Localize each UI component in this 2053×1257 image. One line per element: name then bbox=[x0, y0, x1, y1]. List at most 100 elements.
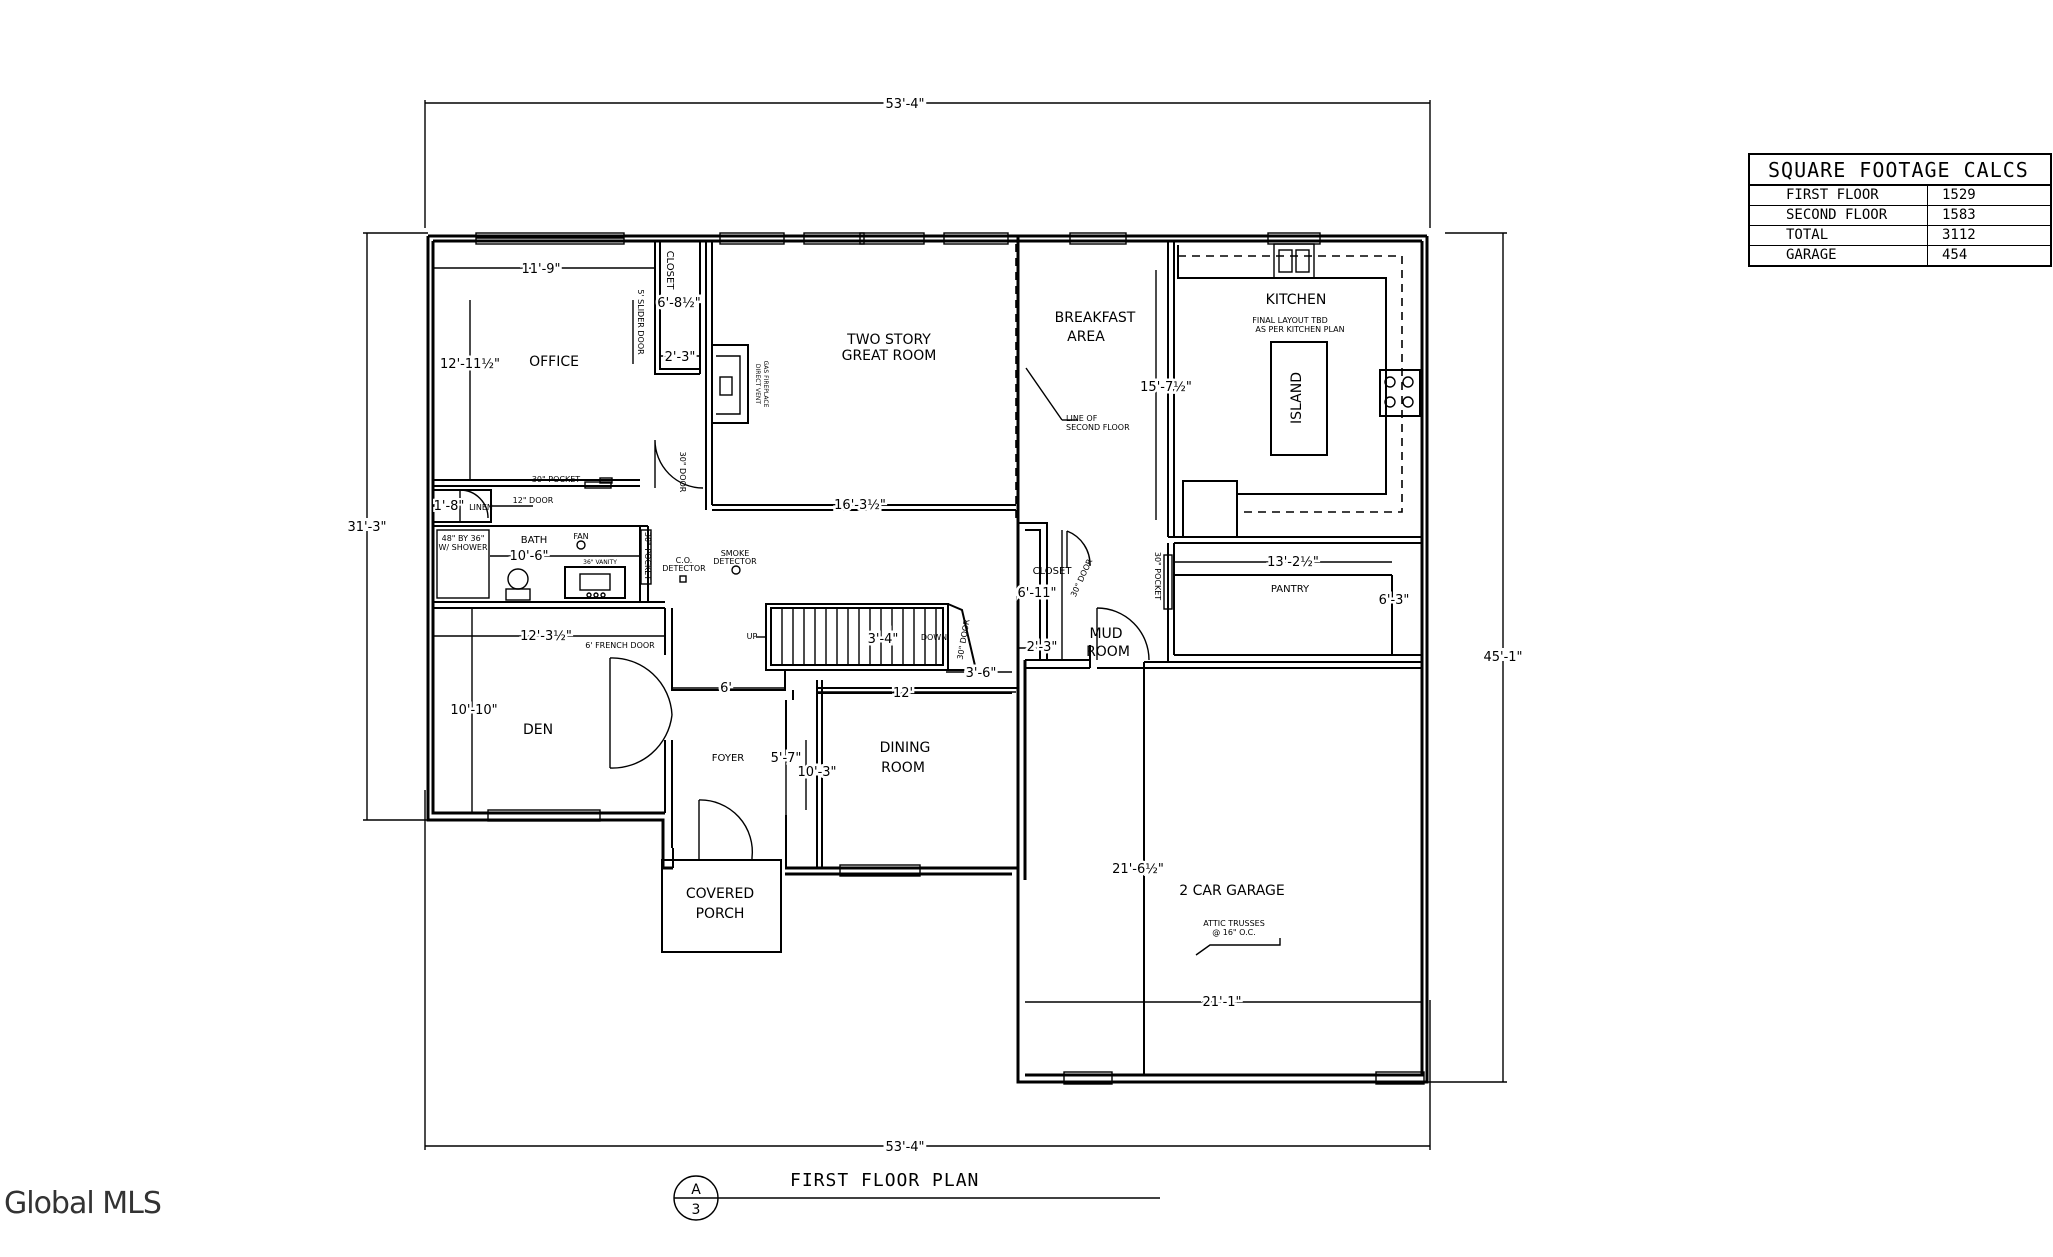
room-dimension-lines bbox=[433, 267, 1422, 1075]
fireplace bbox=[711, 344, 749, 424]
dim-pantry-h: 6'-3" bbox=[1379, 593, 1410, 608]
door-pocket-office-label: 30" POCKET bbox=[532, 475, 580, 484]
smoke-label-line2: DETECTOR bbox=[713, 557, 757, 566]
fan-label: FAN bbox=[573, 532, 588, 541]
dim-stair-w: 3'-4" bbox=[868, 632, 899, 647]
shower-label-line2: W/ SHOWER bbox=[438, 543, 488, 552]
door-30-office-label: 30" DOOR bbox=[678, 452, 687, 493]
dim-stair-landing: 3'-6" bbox=[966, 666, 997, 681]
sheet-letter: A bbox=[691, 1182, 701, 1198]
row-value: 1529 bbox=[1942, 187, 1976, 203]
stair-down-label: DOWN bbox=[921, 633, 947, 642]
room-great-room-line2: GREAT ROOM bbox=[842, 348, 937, 364]
attic-note-line2: @ 16" O.C. bbox=[1212, 928, 1256, 937]
overall-dim-left: 31'-3" bbox=[347, 520, 386, 535]
overall-dimension-lines bbox=[363, 100, 1507, 1150]
line-second-floor-line1: LINE OF bbox=[1066, 414, 1098, 423]
watermark-logo: Global MLS bbox=[4, 1186, 162, 1221]
kitchen-island bbox=[1270, 341, 1328, 456]
room-dimensions: 11'-9" 12'-11½" 6'-8½" 2'-3" 16'-3½" 1'-… bbox=[432, 260, 1412, 1013]
row-label: TOTAL bbox=[1750, 226, 1928, 245]
room-mud-line1: MUD bbox=[1089, 626, 1122, 642]
door-pocket-pantry-label: 30" POCKET bbox=[1153, 552, 1162, 600]
table-row: TOTAL 3112 bbox=[1750, 226, 2050, 246]
dim-garage-h: 21'-6½" bbox=[1112, 862, 1164, 877]
door-french-label: 6' FRENCH DOOR bbox=[585, 641, 655, 650]
dim-closet-w: 2'-3" bbox=[665, 350, 696, 365]
dim-dining-w: 12' bbox=[893, 686, 913, 701]
stair-up-label: UP bbox=[747, 632, 758, 641]
exterior-walls bbox=[426, 234, 1429, 1084]
room-breakfast-line1: BREAKFAST bbox=[1055, 310, 1136, 326]
bath-fixtures bbox=[490, 540, 626, 601]
room-pantry: PANTRY bbox=[1271, 584, 1310, 595]
sheet-reference: A 3 bbox=[673, 1175, 1160, 1221]
dim-linen-w: 1'-8" bbox=[434, 499, 465, 514]
shower-label-line1: 48" BY 36" bbox=[442, 534, 485, 543]
dim-den-h: 10'-10" bbox=[450, 703, 497, 718]
dim-foyer-h: 5'-7" bbox=[771, 751, 802, 766]
room-closet-top: CLOSET bbox=[664, 251, 675, 291]
room-porch-line2: PORCH bbox=[696, 906, 745, 922]
drawing-title: FIRST FLOOR PLAN bbox=[790, 1170, 980, 1191]
room-mud-line2: ROOM bbox=[1086, 644, 1130, 660]
stairs bbox=[756, 603, 978, 690]
island-label: ISLAND bbox=[1289, 372, 1305, 424]
row-label: SECOND FLOOR bbox=[1750, 206, 1928, 225]
door-pocket-bath-label: 30" POCKET bbox=[643, 532, 652, 580]
dim-closet-h: 6'-8½" bbox=[657, 296, 700, 311]
room-linen: LINEN bbox=[469, 503, 493, 512]
kitchen-counters bbox=[1177, 243, 1421, 538]
vanity-label: 36" VANITY bbox=[583, 559, 617, 566]
dim-closet2-w: 2'-3" bbox=[1027, 640, 1058, 655]
table-row: FIRST FLOOR 1529 bbox=[1750, 186, 2050, 206]
row-label: GARAGE bbox=[1750, 246, 1928, 265]
table-row: GARAGE 454 bbox=[1750, 246, 2050, 265]
kitchen-sink bbox=[1273, 243, 1315, 279]
dim-garage-w: 21'-1" bbox=[1202, 995, 1241, 1010]
kitchen-note-line1: FINAL LAYOUT TBD bbox=[1252, 316, 1327, 325]
overall-dim-bottom: 53'-4" bbox=[885, 1140, 924, 1155]
dim-great-w: 16'-3½" bbox=[834, 498, 886, 513]
room-dining-line1: DINING bbox=[880, 740, 931, 756]
room-garage: 2 CAR GARAGE bbox=[1179, 883, 1285, 899]
room-porch-line1: COVERED bbox=[686, 886, 754, 902]
interior-walls bbox=[432, 241, 1422, 1075]
smoke-detector-icon bbox=[731, 565, 741, 575]
fireplace-label-line1: DIRECT VENT bbox=[754, 364, 761, 404]
room-labels: OFFICE TWO STORY GREAT ROOM BREAKFAST AR… bbox=[438, 251, 1344, 937]
co-detector-icon bbox=[679, 575, 687, 583]
line-second-floor-line2: SECOND FLOOR bbox=[1066, 423, 1130, 432]
row-value: 454 bbox=[1942, 247, 1968, 263]
room-great-room-line1: TWO STORY bbox=[846, 332, 931, 348]
fireplace-label-line2: GAS FIREPLACE bbox=[762, 361, 769, 408]
smoke-label-line1: SMOKE bbox=[721, 549, 750, 558]
row-value: 1583 bbox=[1942, 207, 1976, 223]
co-label-line1: C.O. bbox=[676, 556, 693, 565]
line-of-second-floor bbox=[1015, 244, 1078, 520]
co-label-line2: DETECTOR bbox=[662, 564, 706, 573]
dim-office-w: 11'-9" bbox=[521, 262, 560, 277]
door-30-closet-label: 30" DOOR bbox=[1069, 557, 1095, 598]
door-swings bbox=[459, 439, 1173, 860]
door-12-label: 12" DOOR bbox=[513, 496, 554, 505]
room-closet-mid: CLOSET bbox=[1033, 566, 1073, 577]
dim-den-w: 12'-3½" bbox=[520, 629, 572, 644]
table-row: SECOND FLOOR 1583 bbox=[1750, 206, 2050, 226]
kitchen-note-line2: AS PER KITCHEN PLAN bbox=[1255, 325, 1344, 334]
overall-dim-right: 45'-1" bbox=[1483, 650, 1522, 665]
dim-dining-h: 10'-3" bbox=[797, 765, 836, 780]
dim-closet2-h: 6'-11" bbox=[1017, 586, 1056, 601]
windows bbox=[475, 232, 1425, 1085]
square-footage-table: SQUARE FOOTAGE CALCS FIRST FLOOR 1529 SE… bbox=[1748, 153, 2052, 267]
room-den: DEN bbox=[523, 722, 553, 738]
room-foyer: FOYER bbox=[712, 753, 745, 764]
room-breakfast-line2: AREA bbox=[1067, 329, 1105, 345]
row-value: 3112 bbox=[1942, 227, 1976, 243]
row-label: FIRST FLOOR bbox=[1750, 186, 1928, 205]
dim-bath-w: 10'-6" bbox=[509, 549, 548, 564]
sheet-number: 3 bbox=[692, 1202, 701, 1218]
overall-dim-top: 53'-4" bbox=[885, 97, 924, 112]
room-kitchen: KITCHEN bbox=[1266, 292, 1327, 308]
